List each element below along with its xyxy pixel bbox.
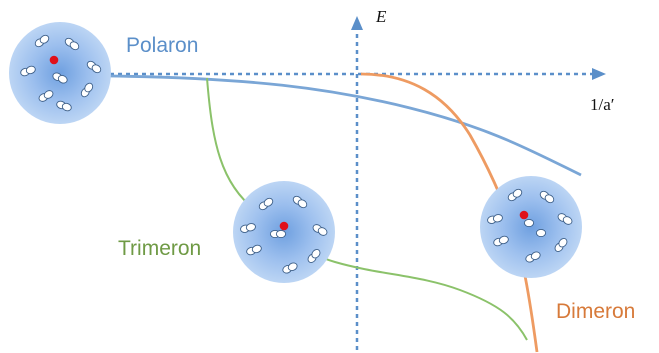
energy-axis-arrowhead	[351, 16, 363, 30]
dimeron-curve	[360, 72, 539, 353]
dimeron-cluster	[480, 176, 582, 278]
trimeron-cluster	[233, 181, 335, 283]
dimeron-impurity	[519, 210, 529, 220]
dimeron-label: Dimeron	[556, 300, 635, 323]
trimeron-curve	[206, 77, 528, 341]
polaron-label: Polaron	[126, 34, 198, 57]
inverse-scattering-length-axis-label: 1/a′	[590, 95, 615, 114]
trimeron-label: Trimeron	[118, 237, 201, 260]
polaron-impurity	[49, 55, 59, 65]
inverse-scattering-length-axis-arrowhead	[592, 68, 606, 80]
energy-axis-label: E	[375, 7, 387, 26]
trimeron-impurity	[279, 221, 289, 231]
polaron-cluster	[9, 22, 111, 124]
polaron-curve	[109, 74, 582, 177]
